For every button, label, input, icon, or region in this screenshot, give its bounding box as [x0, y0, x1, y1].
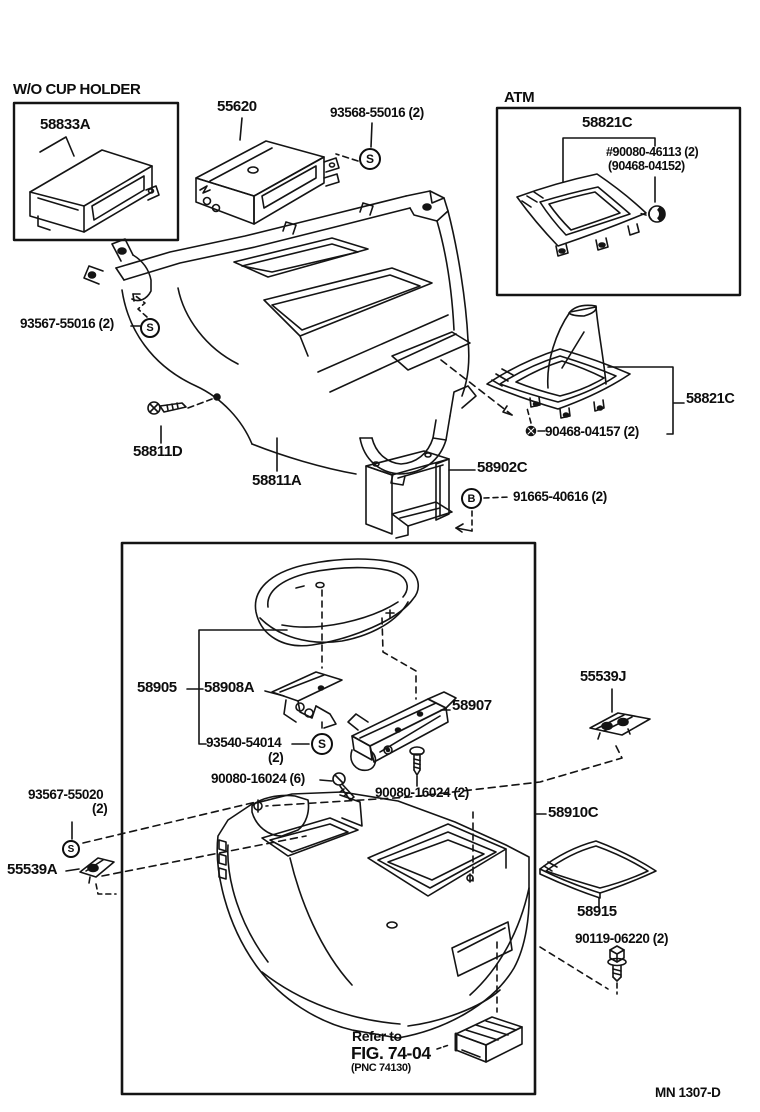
part-label-90080-46113: #90080-46113 (2)	[606, 145, 699, 159]
part-label-90080-16024-2: 90080-16024 (2)	[375, 785, 469, 800]
part-label-93540-54014: 93540-54014	[206, 735, 282, 750]
refer-text-line1: Refer to	[352, 1028, 402, 1044]
part-label-58902c: 58902C	[477, 459, 528, 476]
part-label-93567-55016: 93567-55016 (2)	[20, 316, 114, 331]
part-55539a-drawing	[65, 801, 307, 895]
footer-diagram-code: MN 1307-D	[655, 1085, 721, 1100]
part-label-93540-54014-qty: (2)	[268, 750, 284, 765]
armrest-lid-drawing	[254, 558, 419, 647]
part-label-93567-55020: 93567-55020	[28, 787, 104, 802]
part-label-58811a: 58811A	[252, 472, 302, 489]
lower-assembly-box	[120, 541, 537, 1096]
part-label-55539j: 55539J	[580, 669, 626, 685]
part-label-55620: 55620	[217, 98, 257, 115]
part-58833a-drawing	[29, 136, 160, 233]
part-label-58905: 58905	[137, 679, 177, 696]
bolt-90119-drawing	[539, 945, 627, 995]
part-label-58910c: 58910C	[548, 804, 599, 821]
part-58811a-drawing	[83, 190, 477, 486]
s-symbol-93568: S	[359, 148, 381, 170]
part-58915-drawing	[539, 840, 657, 909]
s-symbol-93567-55020: S	[62, 840, 80, 858]
atm-title: ATM	[504, 89, 535, 106]
switch-part-drawing	[436, 941, 523, 1063]
part-label-90080-16024-6: 90080-16024 (6)	[211, 771, 305, 786]
leader-91665	[455, 496, 511, 533]
part-label-90119-06220: 90119-06220 (2)	[575, 931, 669, 946]
shift-boot-drawing	[440, 304, 685, 437]
part-58908a-drawing	[271, 671, 343, 729]
part-label-55539a: 55539A	[7, 861, 58, 878]
b-symbol-91665: B	[461, 488, 482, 509]
screw-90080-2-drawing	[409, 746, 474, 882]
part-label-90468-04152: (90468-04152)	[608, 159, 685, 173]
part-58910c-drawing	[216, 791, 547, 1039]
refer-text-line3: (PNC 74130)	[351, 1062, 411, 1074]
s-symbol-93567-55016: S	[140, 318, 160, 338]
part-label-58915: 58915	[577, 903, 617, 920]
refer-text-line2: FIG. 74-04	[351, 1043, 431, 1063]
atm-box	[495, 106, 742, 297]
screw-90080-6-drawing	[319, 772, 355, 801]
part-58902c-drawing	[365, 450, 476, 539]
part-label-58833a: 58833A	[40, 116, 91, 133]
part-label-90468-04157: 90468-04157 (2)	[545, 424, 639, 439]
leader-93567-55016	[130, 293, 148, 327]
leader-93568	[370, 122, 373, 148]
screw-58811d-drawing	[147, 393, 221, 444]
part-label-93567-55020-qty: (2)	[92, 801, 108, 816]
s-symbol-93540: S	[311, 733, 333, 755]
dash-93568	[335, 153, 359, 162]
part-label-58811d: 58811D	[133, 443, 183, 460]
wo-cup-holder-title: W/O CUP HOLDER	[13, 81, 141, 98]
part-label-93568-55016: 93568-55016 (2)	[330, 105, 424, 120]
part-label-58908a: 58908A	[204, 679, 255, 696]
atm-bezel-drawing	[516, 137, 666, 257]
part-label-58821c-atm: 58821C	[582, 114, 633, 131]
part-label-58821c-boot: 58821C	[686, 391, 735, 407]
part-55620-drawing	[195, 117, 340, 225]
part-55539j-drawing	[265, 688, 651, 807]
wo-cup-holder-box	[12, 101, 180, 242]
part-label-91665-40616: 91665-40616 (2)	[513, 489, 607, 504]
part-58907-drawing	[347, 691, 457, 772]
dash-armrest-right	[381, 617, 417, 700]
part-label-58907: 58907	[452, 697, 492, 714]
